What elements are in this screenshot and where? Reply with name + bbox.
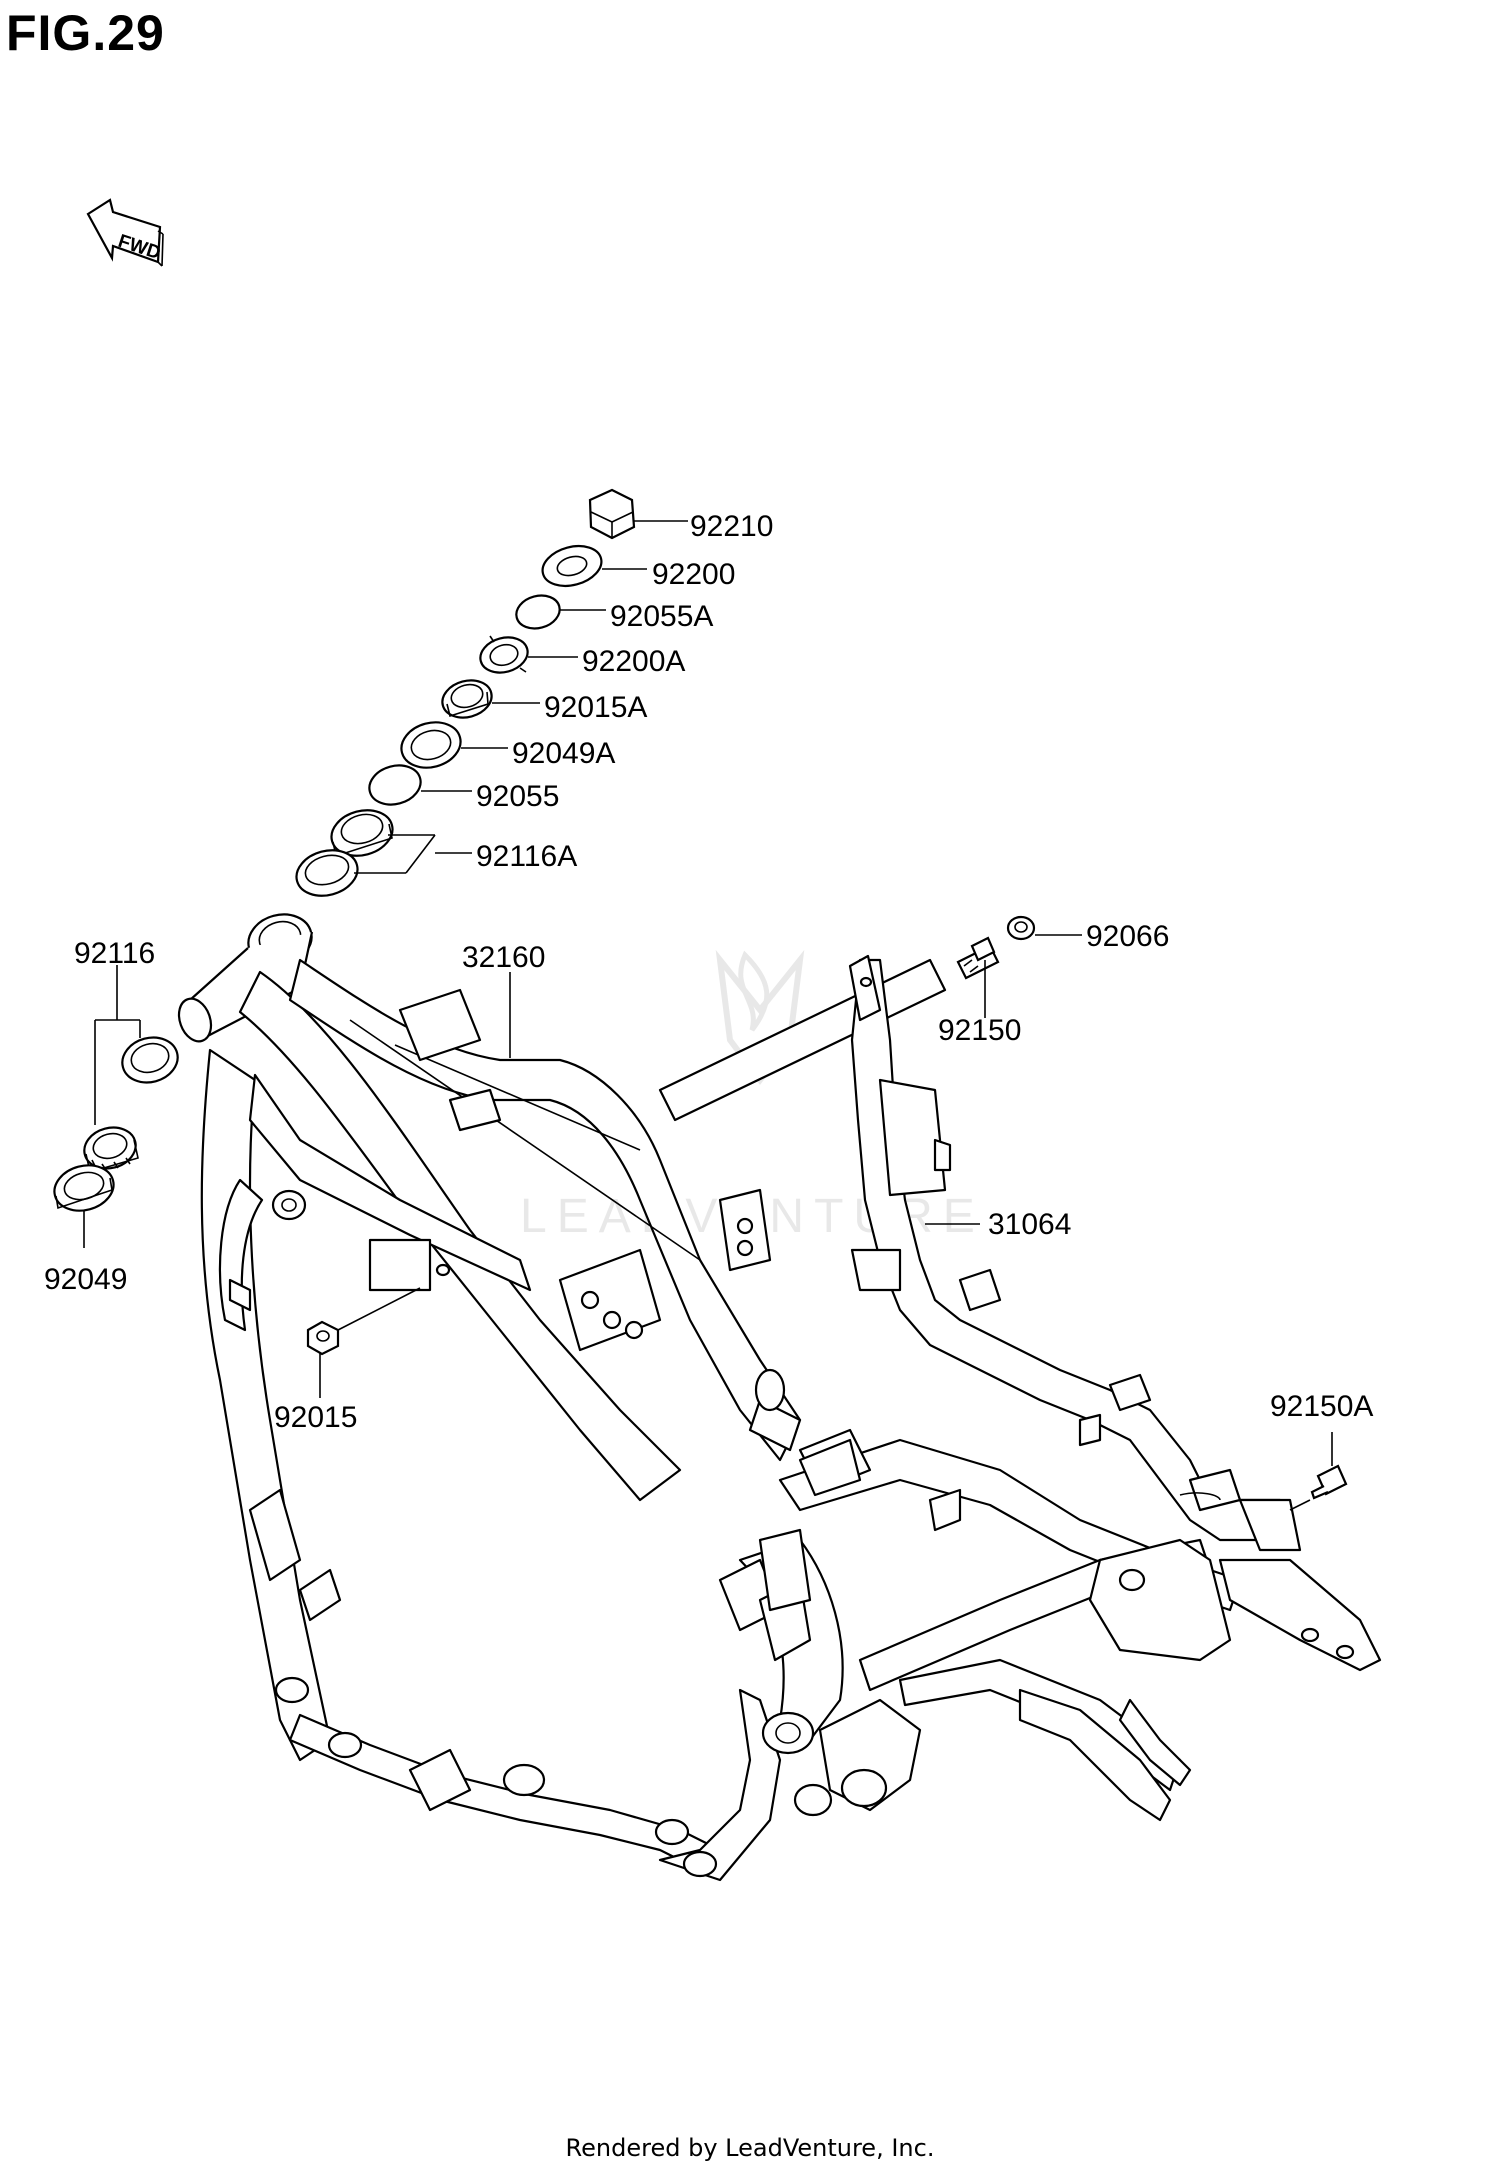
callout-92055: 92055 — [476, 780, 559, 813]
part-92066-nut — [1006, 915, 1036, 941]
part-92116A-race-upper — [295, 849, 359, 897]
callout-92116: 92116 — [74, 937, 155, 970]
callout-92055A: 92055A — [610, 600, 713, 633]
part-92015A-nut — [441, 679, 493, 719]
callout-92200: 92200 — [652, 558, 735, 591]
leader-lines — [83, 520, 1333, 1511]
part-92116-race-lower — [121, 1036, 179, 1084]
callout-92049: 92049 — [44, 1263, 127, 1296]
part-92150A-bolt — [1310, 1464, 1348, 1500]
callout-92150: 92150 — [938, 1014, 1021, 1047]
callout-92150A: 92150A — [1270, 1390, 1373, 1423]
callout-92116A: 92116A — [476, 840, 577, 873]
part-92210-nut — [588, 488, 636, 540]
part-92200-washer — [541, 544, 603, 588]
callout-92066: 92066 — [1086, 920, 1169, 953]
callout-31064: 31064 — [988, 1208, 1071, 1241]
rear-frame-31064 — [848, 954, 1302, 1552]
callout-labels: 92210 92200 92055A 92200A 92015A 92049A … — [44, 510, 1373, 1434]
part-92015-nut — [306, 1320, 340, 1356]
figure-title: FIG.29 — [6, 5, 165, 61]
callout-92015A: 92015A — [544, 691, 647, 724]
callout-92200A: 92200A — [582, 645, 685, 678]
part-92049A-seal — [400, 721, 462, 769]
callout-32160: 32160 — [462, 941, 545, 974]
part-92200A-lock-washer — [479, 635, 529, 674]
footer-credit: Rendered by LeadVenture, Inc. — [565, 2134, 935, 2162]
part-92055-o-ring — [368, 764, 422, 806]
part-92116-bearing-lower — [83, 1126, 139, 1174]
callout-92049A: 92049A — [512, 737, 615, 770]
part-92116A-bearing-upper — [330, 809, 394, 858]
callout-92210: 92210 — [690, 510, 773, 543]
callout-92015: 92015 — [274, 1401, 357, 1434]
main-frame-32160 — [177, 913, 1382, 1882]
part-92055A-o-ring — [515, 594, 561, 630]
fwd-arrow-icon: FWD — [86, 198, 164, 267]
part-92150-bolt — [956, 936, 1000, 980]
part-92049-seal — [53, 1164, 115, 1212]
